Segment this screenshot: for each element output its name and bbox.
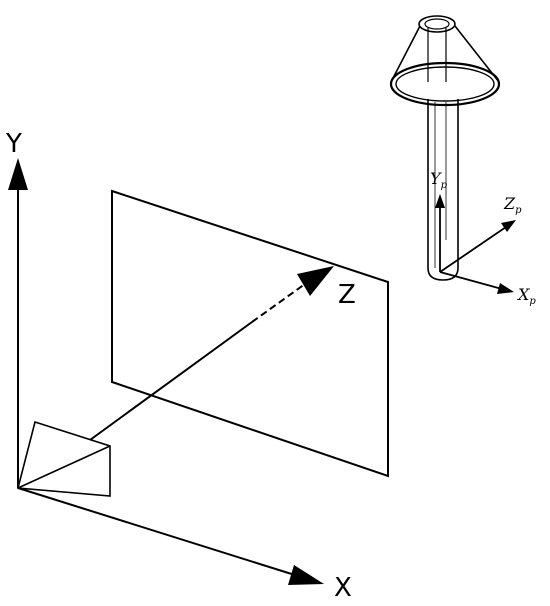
- optical-axis: Z: [89, 266, 356, 441]
- probe-ring-inner: [395, 66, 495, 102]
- probe-top-cap-outer: [418, 15, 456, 33]
- optical-axis-arrowhead: [297, 266, 334, 296]
- camera-body: [16, 420, 111, 497]
- probe-tool: [389, 15, 501, 281]
- probe-shaft-tip: [427, 267, 459, 281]
- world-x-label: X: [334, 573, 352, 603]
- world-coordinate-frame: Y X: [5, 129, 352, 603]
- image-plane: [111, 189, 389, 478]
- world-z-label: Z: [338, 280, 356, 310]
- world-x-axis: [17, 487, 299, 577]
- probe-z-label: Zp: [503, 194, 522, 216]
- probe-cone-left: [390, 25, 421, 83]
- probe-x-axis: [439, 271, 503, 290]
- probe-y-arrowhead: [435, 194, 445, 208]
- probe-ring-outer: [389, 61, 501, 107]
- probe-top-cap-inner: [424, 18, 450, 30]
- probe-x-arrowhead: [497, 283, 514, 294]
- optical-axis-dashed: [251, 283, 306, 323]
- world-x-arrowhead: [288, 565, 324, 585]
- probe-x-label: Xp: [516, 285, 536, 307]
- probe-z-arrowhead: [501, 220, 516, 232]
- world-y-arrowhead: [8, 158, 28, 190]
- camera-frustum-diagonal: [17, 445, 111, 489]
- probe-z-axis: [439, 226, 507, 273]
- probe-coordinate-frame: Yp Xp Zp: [430, 169, 536, 307]
- camera-frustum: [16, 420, 111, 497]
- world-y-label: Y: [5, 129, 22, 159]
- optical-axis-solid: [89, 321, 253, 441]
- probe-y-label: Yp: [430, 169, 448, 191]
